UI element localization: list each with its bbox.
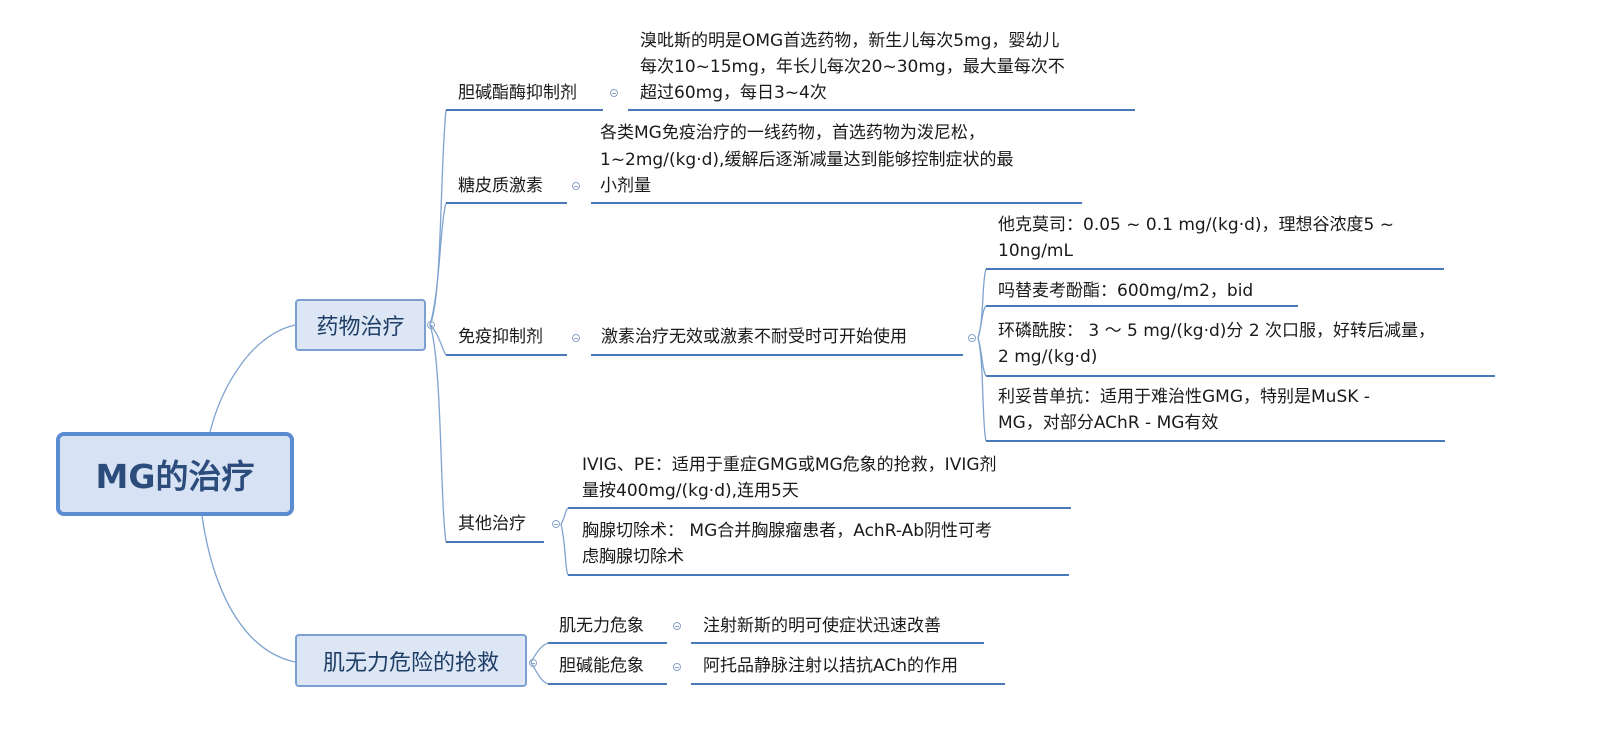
- steroid-detail-line: 各类MG免疫治疗的一线药物，首选药物为泼尼松，: [600, 123, 985, 143]
- subtopic-other-treatment-label[interactable]: 其他治疗: [458, 514, 526, 534]
- myasthenic-crisis-treatment: 注射新斯的明可使症状迅速改善: [703, 616, 941, 636]
- thymectomy-line: 胸腺切除术： MG合并胸腺瘤患者，AchR-Ab阴性可考: [582, 521, 992, 541]
- myasthenic-crisis-label[interactable]: 肌无力危象: [559, 616, 644, 636]
- tacrolimus-line: 他克莫司：0.05 ~ 0.1 mg/(kg·d)，理想谷浓度5 ~: [998, 215, 1394, 235]
- cholinergic-crisis-treatment: 阿托品静脉注射以拮抗ACh的作用: [703, 656, 958, 676]
- root-topic[interactable]: MG的治疗: [56, 432, 294, 516]
- ivig-pe-line: IVIG、PE：适用于重症GMG或MG危象的抢救，IVIG剂: [582, 455, 997, 475]
- rituximab-line: MG，对部分AChR - MG有效: [998, 413, 1219, 433]
- collapse-toggle-icon[interactable]: [968, 334, 976, 342]
- thymectomy-line: 虑胸腺切除术: [582, 547, 684, 567]
- cyclophosphamide-line: 环磷酰胺： 3 ～ 5 mg/(kg·d)分 2 次口服，好转后减量，: [998, 321, 1436, 341]
- topic-drug-treatment[interactable]: 药物治疗: [295, 299, 426, 351]
- cholinesterase-detail-line: 超过60mg，每日3~4次: [640, 83, 827, 103]
- tacrolimus-line: 10ng/mL: [998, 241, 1073, 261]
- cholinesterase-detail-line: 每次10~15mg，年长儿每次20~30mg，最大量每次不: [640, 57, 1065, 77]
- immunosuppressant-description[interactable]: 激素治疗无效或激素不耐受时可开始使用: [601, 327, 907, 347]
- collapse-toggle-icon[interactable]: [552, 520, 560, 528]
- cholinergic-crisis-label[interactable]: 胆碱能危象: [559, 656, 644, 676]
- cyclophosphamide-line: 2 mg/(kg·d): [998, 347, 1098, 367]
- steroid-detail-line: 1~2mg/(kg·d),缓解后逐渐减量达到能够控制症状的最: [600, 150, 1014, 170]
- collapse-toggle-icon[interactable]: [572, 182, 580, 190]
- mycophenolate-line: 吗替麦考酚酯：600mg/m2，bid: [998, 281, 1254, 301]
- collapse-toggle-icon[interactable]: [610, 89, 618, 97]
- subtopic-cholinesterase-label[interactable]: 胆碱酯酶抑制剂: [458, 83, 577, 103]
- rituximab-line: 利妥昔单抗：适用于难治性GMG，特别是MuSK -: [998, 387, 1370, 407]
- cholinesterase-detail-line: 溴吡斯的明是OMG首选药物，新生儿每次5mg，婴幼儿: [640, 31, 1060, 51]
- collapse-toggle-icon[interactable]: [673, 663, 681, 671]
- collapse-toggle-icon[interactable]: [572, 334, 580, 342]
- ivig-pe-line: 量按400mg/(kg·d),连用5天: [582, 481, 799, 501]
- subtopic-steroid-label[interactable]: 糖皮质激素: [458, 176, 543, 196]
- subtopic-immunosuppressant-label[interactable]: 免疫抑制剂: [458, 327, 543, 347]
- steroid-detail-line: 小剂量: [600, 176, 651, 196]
- collapse-toggle-icon[interactable]: [427, 321, 435, 329]
- collapse-toggle-icon[interactable]: [673, 622, 681, 630]
- collapse-toggle-icon[interactable]: [529, 659, 537, 667]
- topic-crisis-rescue[interactable]: 肌无力危险的抢救: [295, 634, 527, 687]
